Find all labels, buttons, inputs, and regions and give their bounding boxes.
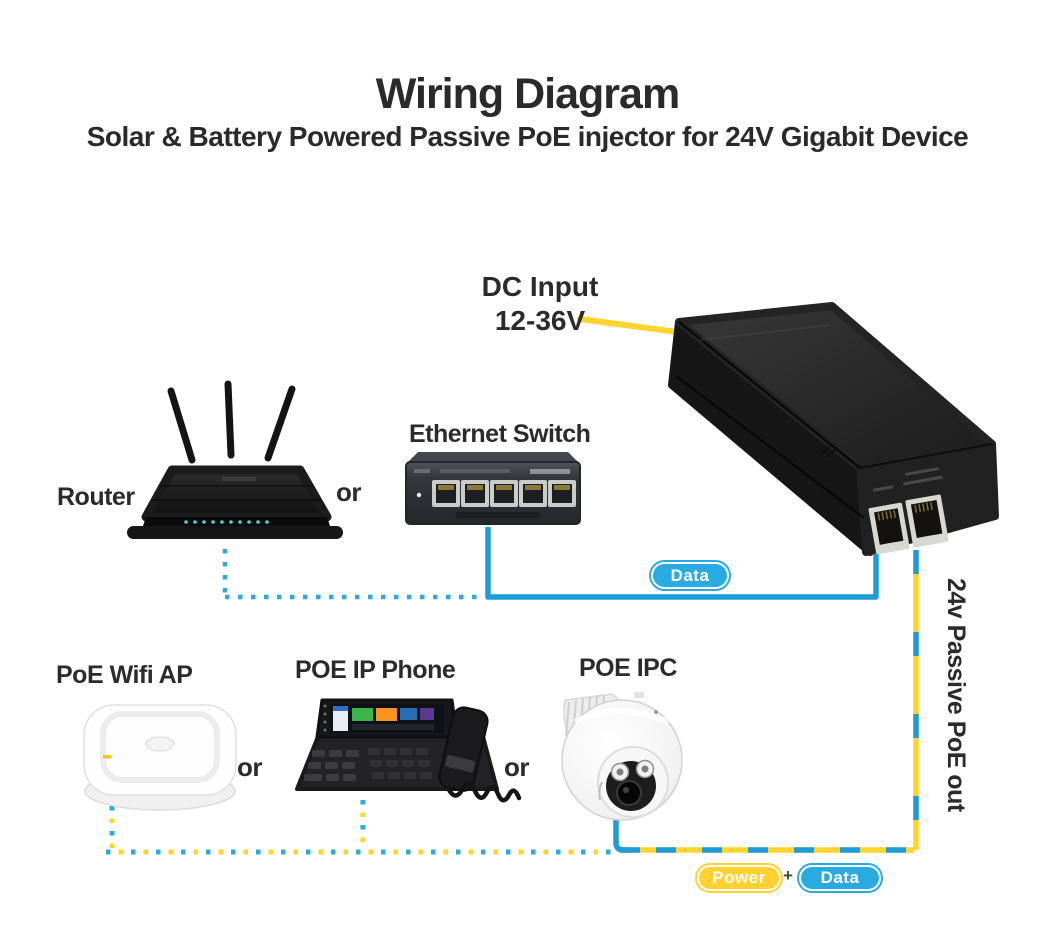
switch-illustration: [405, 452, 581, 525]
power-badge-text: Power: [712, 868, 766, 887]
data-badge-bottom-text: Data: [820, 868, 860, 887]
data-badge-top-text: Data: [670, 565, 710, 585]
poe-wifi-ap-label: PoE Wifi AP: [56, 661, 193, 689]
injector-poe-port: [905, 494, 949, 548]
data-wire-blue: [485, 527, 879, 600]
router-label: Router: [57, 483, 135, 511]
page-subtitle: Solar & Battery Powered Passive PoE inje…: [86, 121, 969, 152]
poe-ip-phone-label: POE IP Phone: [295, 656, 456, 684]
dc-input-label: DC Input 12-36V: [455, 270, 625, 337]
router-illustration: [127, 380, 343, 539]
data-badge-bottom: Data: [799, 865, 881, 891]
or-separator-3: or: [504, 752, 530, 782]
dc-input-line1: DC Input: [481, 271, 599, 302]
router-dotted-wire: [222, 549, 483, 600]
or-separator-2: or: [237, 752, 263, 782]
power-badge: Power: [697, 865, 781, 891]
plus-sign: +: [783, 866, 793, 885]
data-badge-top: Data: [651, 562, 729, 589]
dc-input-line2: 12-36V: [494, 304, 586, 336]
ethernet-switch-label: Ethernet Switch: [409, 420, 591, 448]
poe-out-vertical-label: 24v Passive PoE out: [942, 578, 970, 812]
dc-input-wire: [577, 316, 695, 337]
poe-ipc-label: POE IPC: [579, 654, 677, 682]
camera-wire-elbow: [613, 820, 640, 853]
page-title: Wiring Diagram: [375, 70, 680, 118]
camera-illustration: [561, 692, 683, 821]
injector-illustration: [668, 302, 999, 556]
ap-illustration: [83, 704, 237, 811]
injector-lan-port: [868, 502, 910, 555]
or-separator-1: or: [336, 477, 362, 507]
phone-illustration: [295, 698, 522, 803]
